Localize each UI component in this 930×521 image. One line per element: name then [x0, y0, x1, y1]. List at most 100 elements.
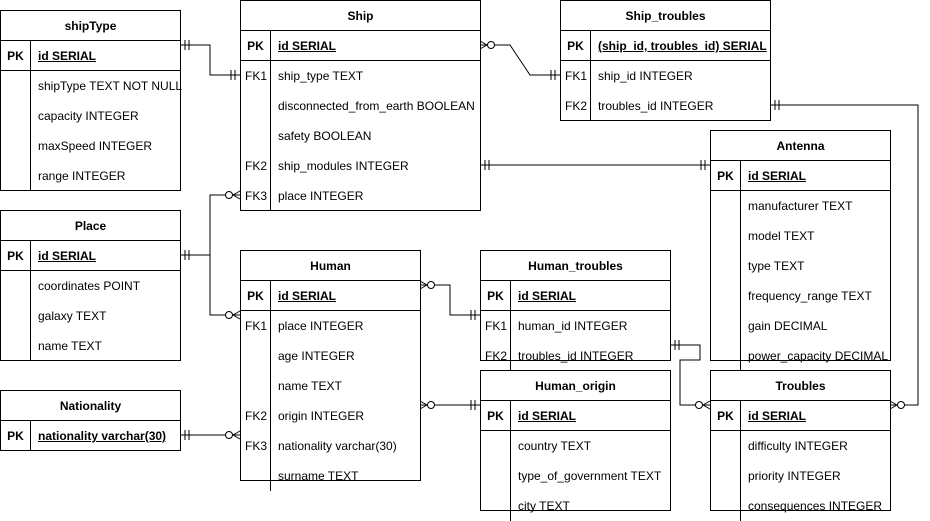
- attribute-row[interactable]: age INTEGER: [241, 341, 420, 371]
- attribute-label: disconnected_from_earth BOOLEAN: [278, 99, 475, 113]
- key-label: [481, 491, 511, 521]
- attribute-label: id SERIAL: [38, 49, 97, 63]
- attribute-row[interactable]: shipType TEXT NOT NULL: [1, 71, 182, 101]
- attribute-row[interactable]: capacity INTEGER: [1, 101, 180, 131]
- entity-title: Troubles: [711, 371, 890, 401]
- attribute-label: coordinates POINT: [38, 279, 141, 293]
- attribute-label: difficulty INTEGER: [748, 439, 848, 453]
- attribute-row[interactable]: safety BOOLEAN: [241, 121, 480, 151]
- key-label: FK2: [244, 159, 267, 173]
- attribute-row[interactable]: type_of_government TEXT: [481, 461, 670, 491]
- key-label: [711, 491, 741, 521]
- attribute-row[interactable]: FK1 place INTEGER: [241, 311, 420, 341]
- key-label: [711, 311, 741, 341]
- key-column-divider: [30, 271, 31, 361]
- attribute-label: nationality varchar(30): [278, 439, 397, 453]
- attribute-row[interactable]: range INTEGER: [1, 161, 180, 191]
- key-label: PK: [481, 281, 511, 310]
- key-label: PK: [1, 241, 31, 270]
- attribute-row[interactable]: name TEXT: [241, 371, 420, 401]
- attribute-label: origin INTEGER: [278, 409, 365, 423]
- entity-title: Nationality: [1, 391, 180, 421]
- attribute-label: place INTEGER: [278, 319, 364, 333]
- key-column-divider: [740, 431, 741, 521]
- key-label: FK3: [244, 439, 267, 453]
- attribute-label: id SERIAL: [278, 289, 337, 303]
- attribute-label: troubles_id INTEGER: [598, 99, 714, 113]
- attribute-label: model TEXT: [748, 229, 815, 243]
- primary-key-row[interactable]: PK id SERIAL: [481, 281, 670, 311]
- key-label: FK1: [244, 319, 267, 333]
- attribute-label: surname TEXT: [278, 469, 359, 483]
- attribute-row[interactable]: coordinates POINT: [1, 271, 180, 301]
- attribute-row[interactable]: galaxy TEXT: [1, 301, 180, 331]
- attribute-label: power_capacity DECIMAL: [748, 349, 889, 363]
- attribute-label: nationality varchar(30): [38, 429, 167, 443]
- attribute-row[interactable]: city TEXT: [481, 491, 670, 521]
- entity-title: Antenna: [711, 131, 890, 161]
- attribute-row[interactable]: country TEXT: [481, 431, 670, 461]
- key-column-divider: [270, 61, 271, 211]
- attribute-row[interactable]: disconnected_from_earth BOOLEAN: [241, 91, 480, 121]
- key-label: [711, 281, 741, 311]
- attribute-label: human_id INTEGER: [518, 319, 628, 333]
- key-label: [241, 121, 271, 151]
- attribute-row[interactable]: maxSpeed INTEGER: [1, 131, 180, 161]
- key-label: PK: [711, 401, 741, 430]
- key-label: FK1: [244, 69, 267, 83]
- attribute-row[interactable]: name TEXT: [1, 331, 180, 361]
- attribute-label: range INTEGER: [38, 169, 126, 183]
- attribute-label: id SERIAL: [748, 169, 807, 183]
- key-label: PK: [561, 31, 591, 60]
- attribute-row[interactable]: surname TEXT: [241, 461, 420, 491]
- attribute-row[interactable]: consequences INTEGER: [711, 491, 890, 521]
- attribute-row[interactable]: frequency_range TEXT: [711, 281, 890, 311]
- attribute-label: id SERIAL: [518, 289, 577, 303]
- attribute-label: name TEXT: [38, 339, 102, 353]
- attribute-row[interactable]: power_capacity DECIMAL: [711, 341, 890, 371]
- key-column-divider: [740, 191, 741, 371]
- edge-ship-shiptroubles: [480, 44, 560, 76]
- attribute-row[interactable]: priority INTEGER: [711, 461, 890, 491]
- primary-key-row[interactable]: PK(ship_id, troubles_id) SERIAL: [561, 31, 770, 61]
- attribute-row[interactable]: difficulty INTEGER: [711, 431, 890, 461]
- attribute-row[interactable]: gain DECIMAL: [711, 311, 890, 341]
- attribute-label: place INTEGER: [278, 189, 364, 203]
- key-label: [1, 271, 31, 301]
- attribute-row[interactable]: model TEXT: [711, 221, 890, 251]
- attribute-row[interactable]: FK3 nationality varchar(30): [241, 431, 420, 461]
- key-label: [711, 431, 741, 461]
- attribute-label: safety BOOLEAN: [278, 129, 372, 143]
- attribute-label: consequences INTEGER: [748, 499, 883, 513]
- key-label: [1, 161, 31, 191]
- attribute-row[interactable]: type TEXT: [711, 251, 890, 281]
- attribute-row[interactable]: manufacturer TEXT: [711, 191, 890, 221]
